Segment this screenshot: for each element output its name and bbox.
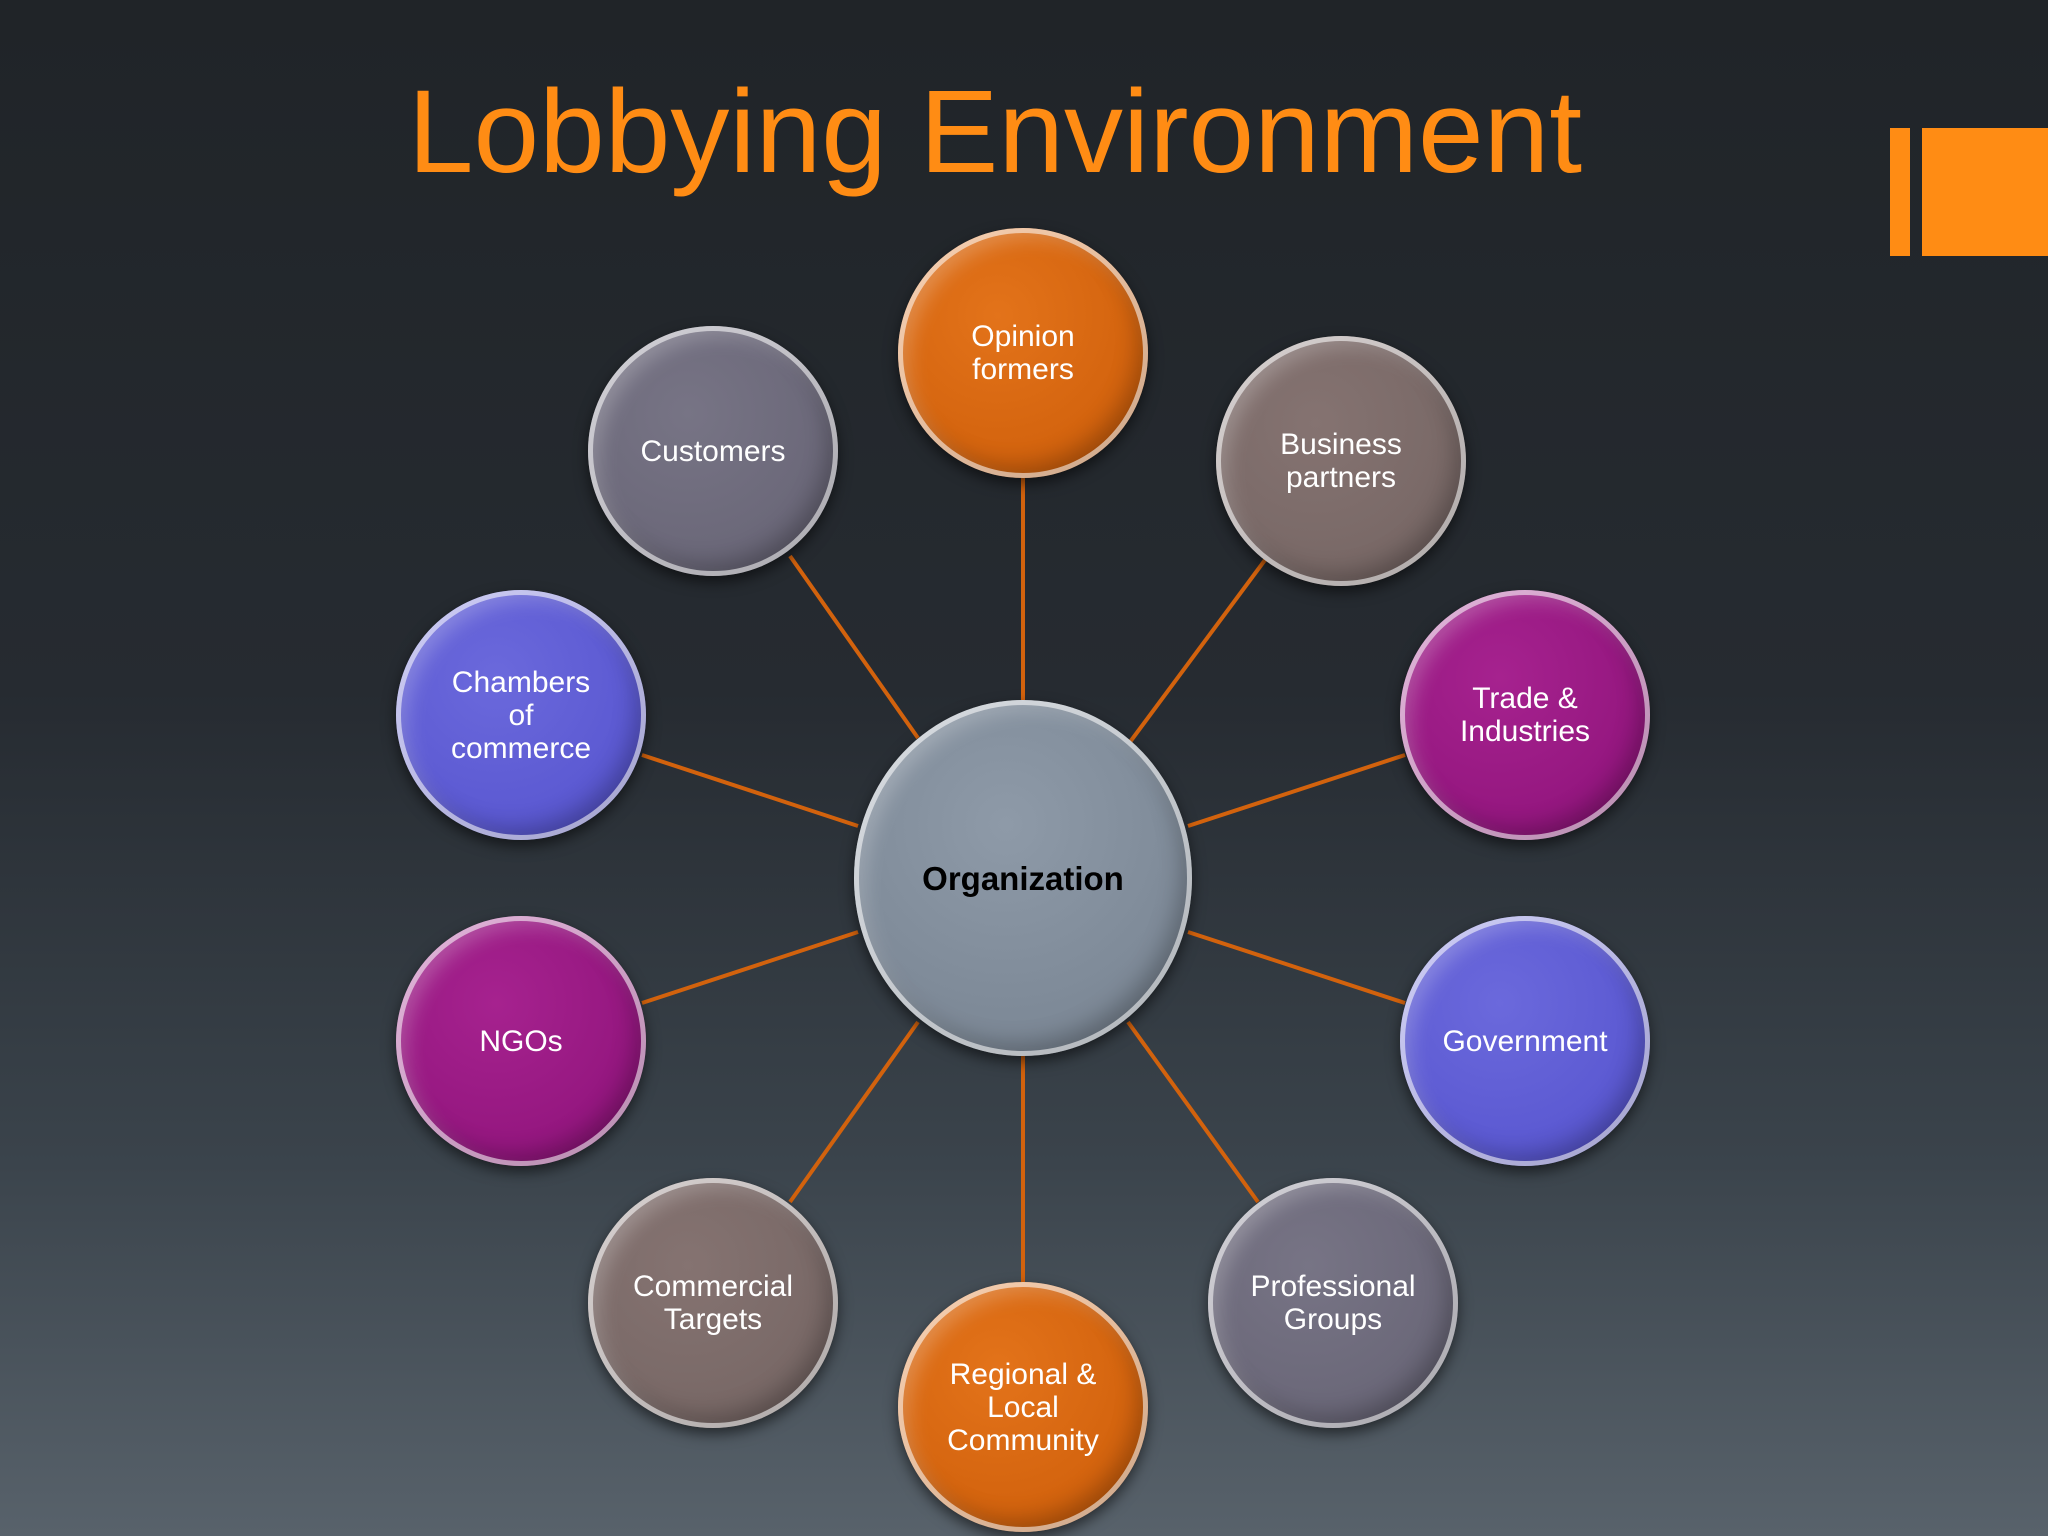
node-label: Chambers of commerce [450,665,592,765]
node-regional-local-community: Regional & Local Community [898,1282,1148,1532]
node-ngos: NGOs [396,916,646,1166]
node-trade-industries: Trade & Industries [1400,590,1650,840]
node-label: Regional & Local Community [947,1357,1099,1457]
center-node-organization: Organization [854,700,1192,1056]
node-label: Professional Groups [1250,1270,1416,1336]
connector-chambers [641,753,859,828]
node-opinion-formers: Opinion formers [898,228,1148,478]
node-label: Trade & Industries [1459,682,1591,748]
node-chambers-of-commerce: Chambers of commerce [396,590,646,840]
node-label: Customers [640,434,786,468]
node-label: Government [1442,1024,1608,1058]
node-customers: Customers [588,326,838,576]
node-professional-groups: Professional Groups [1208,1178,1458,1428]
connector-ngos [641,930,859,1005]
accent-bar-block [1922,128,2048,256]
node-government: Government [1400,916,1650,1166]
connector-trade-industries [1187,753,1406,828]
center-node-label: Organization [922,859,1124,897]
node-commercial-targets: Commercial Targets [588,1178,838,1428]
node-label: Opinion formers [971,320,1075,386]
slide-title: Lobbying Environment [407,66,1583,198]
node-label: Commercial Targets [632,1270,794,1336]
node-business-partners: Business partners [1216,336,1466,586]
connector-business-partners [1128,558,1267,744]
node-label: NGOs [479,1024,563,1058]
connector-professional-groups [1126,1020,1260,1204]
connector-customers [788,554,920,740]
connector-government [1187,930,1406,1005]
accent-bar-thin [1890,128,1910,256]
node-label: Business partners [1280,428,1402,494]
connector-commercial-targets [788,1020,920,1204]
